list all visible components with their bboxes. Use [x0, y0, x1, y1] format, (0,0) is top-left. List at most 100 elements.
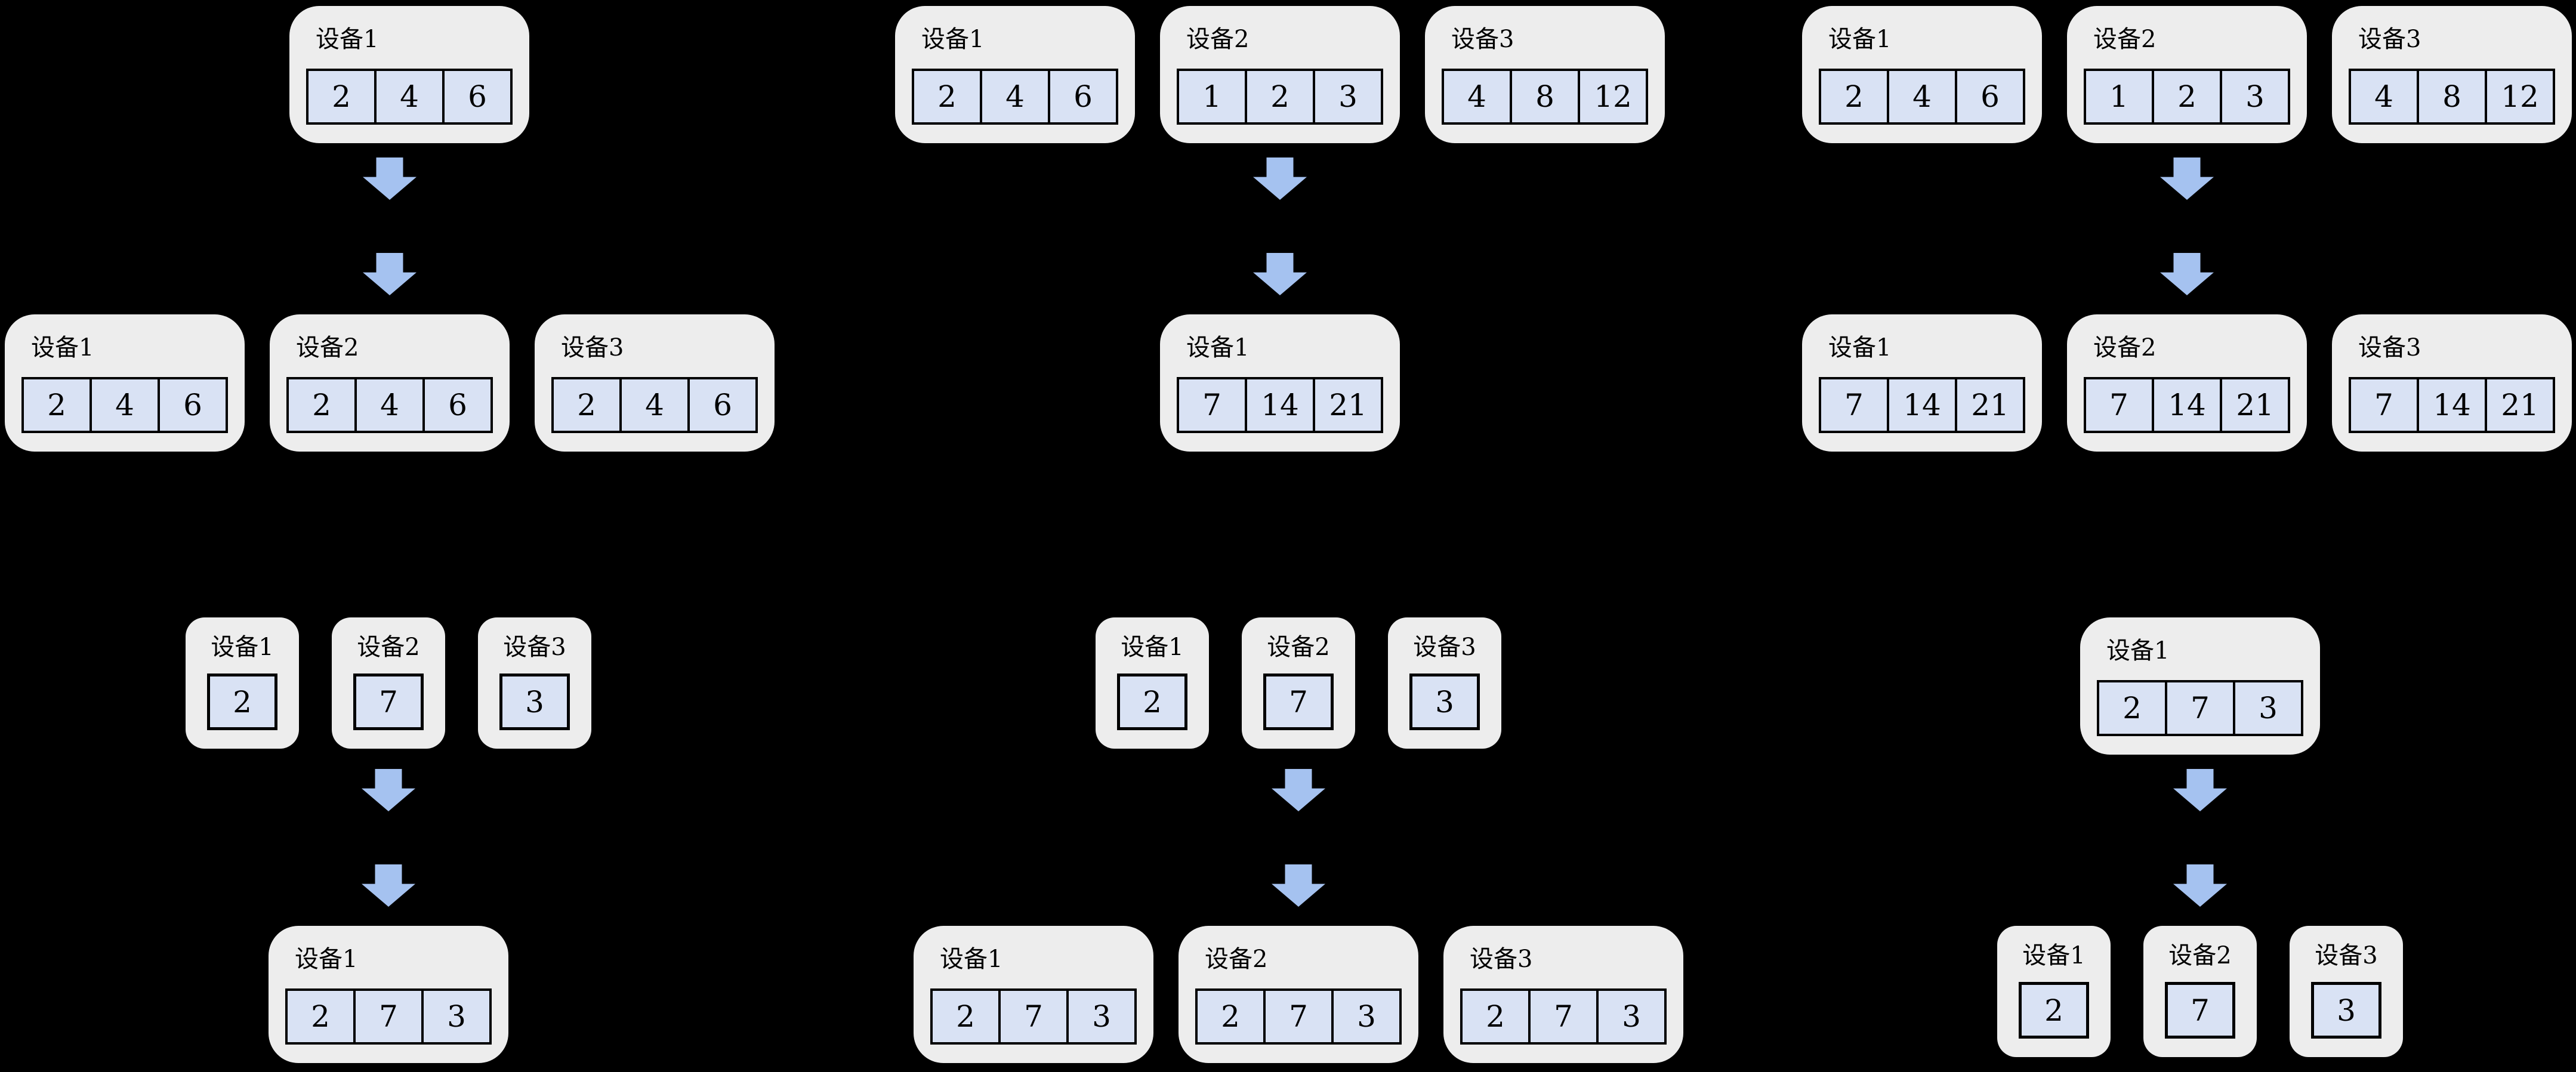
memory-cell: 2 — [914, 71, 980, 122]
memory-cell: 2 — [288, 991, 353, 1042]
down-arrow-icon — [2173, 769, 2227, 811]
device-label: 设备3 — [2315, 942, 2378, 969]
tensor-cell-grid: 7 — [2165, 982, 2235, 1039]
tensor-cell-grid: 3 — [1409, 674, 1480, 730]
device-label: 设备1 — [211, 634, 274, 661]
memory-cell: 3 — [424, 991, 489, 1042]
memory-cell: 2 — [1198, 991, 1263, 1042]
device-label: 设备3 — [1451, 26, 1514, 53]
memory-cell: 7 — [2167, 682, 2233, 734]
device-box: 设备3 3 — [478, 617, 591, 749]
memory-cell: 2 — [1120, 676, 1184, 727]
device-label: 设备1 — [31, 334, 94, 362]
memory-cell: 14 — [1247, 379, 1313, 431]
device-label: 设备2 — [296, 334, 359, 362]
device-label: 设备1 — [1186, 334, 1250, 362]
memory-cell: 7 — [356, 676, 421, 727]
device-label: 设备3 — [2358, 334, 2421, 362]
memory-cell: 2 — [308, 71, 374, 122]
down-arrow-icon — [1272, 864, 1325, 907]
memory-cell: 2 — [933, 991, 998, 1042]
memory-cell: 2 — [24, 379, 90, 431]
memory-cell: 2 — [554, 379, 619, 431]
memory-cell: 7 — [2168, 985, 2232, 1036]
device-label: 设备3 — [561, 334, 624, 362]
memory-cell: 6 — [425, 379, 490, 431]
memory-cell: 3 — [1315, 71, 1381, 122]
tensor-cell-grid: 2 — [2019, 982, 2089, 1039]
memory-cell: 7 — [1821, 379, 1887, 431]
memory-cell: 3 — [502, 676, 567, 727]
memory-cell: 4 — [357, 379, 422, 431]
down-arrow-icon — [2160, 253, 2214, 295]
memory-cell: 4 — [982, 71, 1048, 122]
memory-cell: 4 — [2351, 71, 2417, 122]
memory-cell: 3 — [1069, 991, 1134, 1042]
device-label: 设备1 — [1828, 26, 1892, 53]
memory-cell: 4 — [1444, 71, 1510, 122]
memory-cell: 7 — [2086, 379, 2152, 431]
device-label: 设备3 — [1470, 946, 1533, 973]
device-box: 设备2 7 — [332, 617, 445, 749]
memory-cell: 4 — [92, 379, 158, 431]
tensor-cell-grid: 7 — [1263, 674, 1334, 730]
memory-cell: 4 — [1889, 71, 1955, 122]
down-arrow-icon — [1253, 253, 1307, 295]
memory-cell: 6 — [160, 379, 226, 431]
memory-cell: 3 — [1334, 991, 1399, 1042]
device-label: 设备1 — [2106, 637, 2170, 665]
memory-cell: 7 — [1266, 676, 1331, 727]
memory-cell: 2 — [2022, 985, 2086, 1036]
memory-cell: 2 — [289, 379, 354, 431]
device-label: 设备2 — [1186, 26, 1250, 53]
down-arrow-icon — [1253, 157, 1307, 200]
memory-cell: 7 — [1266, 991, 1331, 1042]
memory-cell: 7 — [1531, 991, 1596, 1042]
memory-cell: 14 — [2419, 379, 2485, 431]
memory-cell: 1 — [1179, 71, 1245, 122]
down-arrow-icon — [2173, 864, 2227, 907]
device-label: 设备2 — [2093, 334, 2157, 362]
device-label: 设备1 — [940, 946, 1003, 973]
tensor-cell-grid: 2 — [1117, 674, 1187, 730]
device-label: 设备3 — [503, 634, 566, 661]
device-label: 设备1 — [316, 26, 379, 53]
down-arrow-icon — [362, 864, 415, 907]
memory-cell: 14 — [2154, 379, 2220, 431]
device-label: 设备2 — [357, 634, 420, 661]
memory-cell: 1 — [2086, 71, 2152, 122]
